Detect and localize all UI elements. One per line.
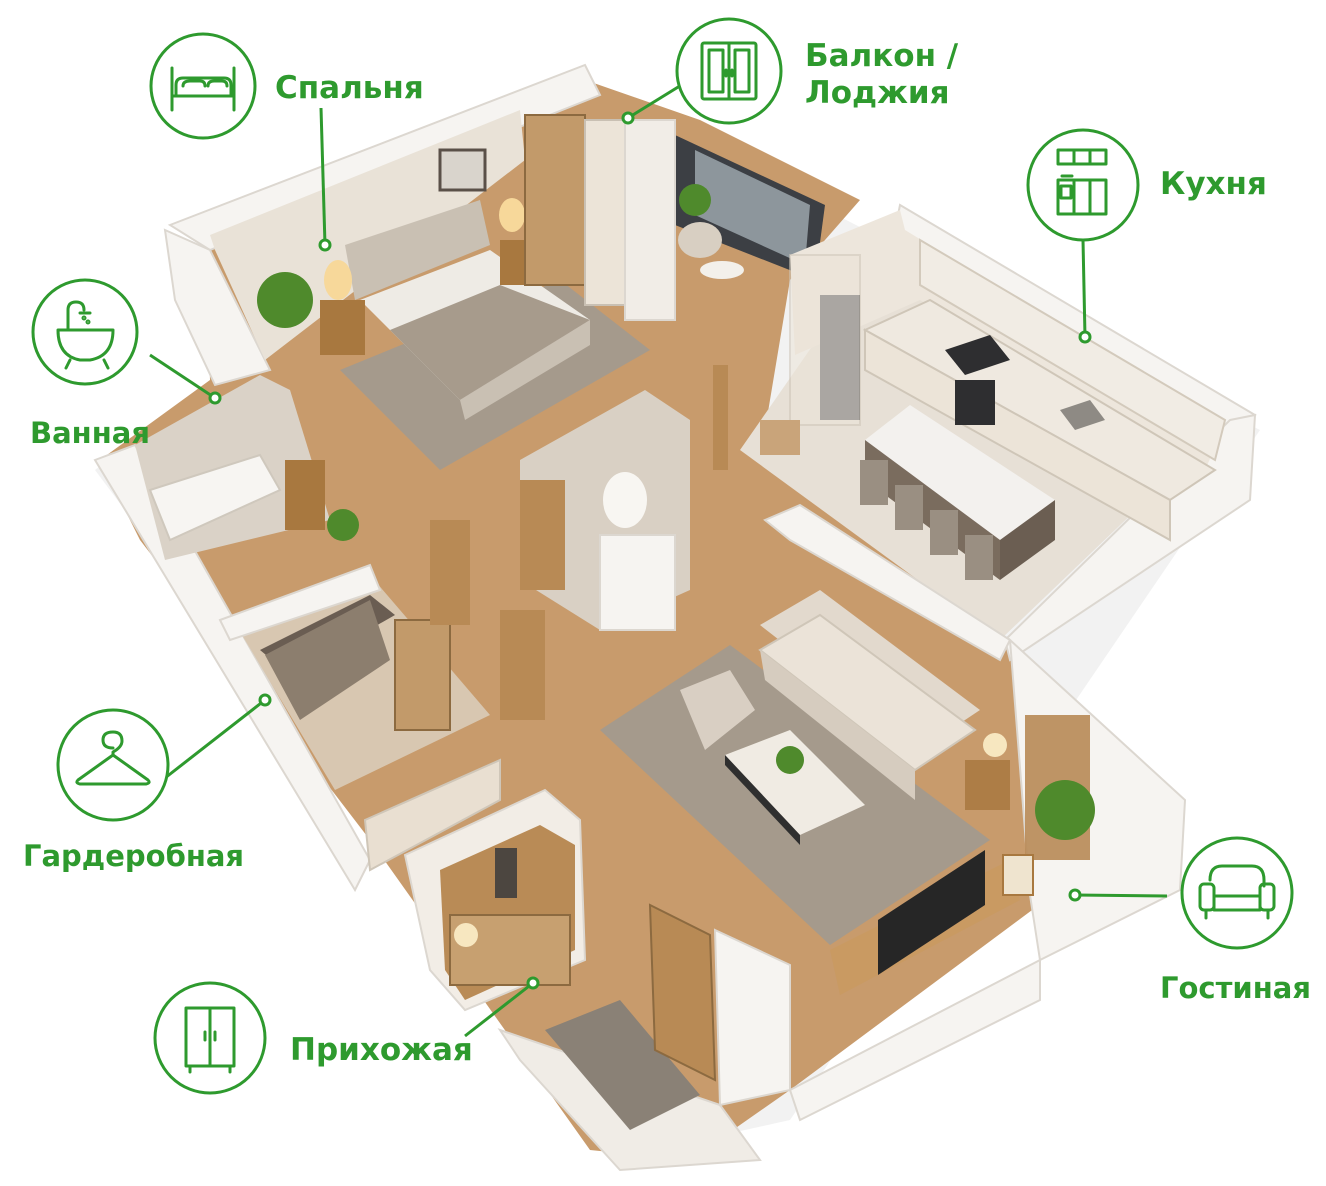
side-table (965, 760, 1010, 810)
outer-wall-bedroom (167, 63, 602, 252)
kitchen-oven (955, 380, 995, 425)
label-wardrobe: Гардеробная (23, 839, 245, 873)
lamp-left (324, 260, 352, 300)
coffee-table-frame (725, 755, 800, 845)
armchair (680, 670, 755, 750)
hallway-coat (495, 848, 517, 898)
bedroom-picture (438, 148, 487, 192)
living-plant (1035, 780, 1095, 840)
toilet-room-partition (599, 534, 676, 631)
bedroom-shelving (524, 114, 586, 286)
toilet-room-door (520, 480, 565, 590)
kitchen-chair-3 (930, 510, 958, 555)
door-wood-2 (500, 610, 545, 720)
sofa-icon (1198, 864, 1276, 920)
label-balcony: Балкон / Лоджия (805, 38, 959, 111)
bedroom-icon-circle (149, 32, 257, 140)
kitchen-icon-circle (1026, 128, 1140, 242)
inner-wall-living (763, 503, 1012, 662)
lamp-right (499, 198, 525, 232)
kitchen-box (760, 420, 800, 455)
coffee-table-top (725, 730, 865, 835)
living-icon-circle (1180, 836, 1294, 950)
living-lamp (983, 733, 1007, 757)
wardrobe-drawers (363, 758, 501, 872)
outer-wall-bottom (788, 958, 1041, 1122)
bathroom-icon-circle (31, 278, 139, 386)
balcony-table (700, 261, 744, 279)
kitchen-chair-1 (860, 460, 888, 505)
wardrobe-cabinet-icon (184, 1006, 236, 1074)
kitchen-chair-2 (895, 485, 923, 530)
kitchen-upper-cabinets (919, 238, 1227, 462)
hanger-icon (75, 730, 151, 786)
bedroom-headboard (345, 200, 490, 300)
balcony-chair (678, 222, 722, 258)
bathroom-vanity (285, 460, 325, 530)
balcony-window-glass (695, 150, 810, 265)
entrance-door (648, 903, 717, 1082)
kitchen-chair-4 (965, 535, 993, 580)
kitchen-icon (1056, 148, 1108, 216)
door-wood-1 (430, 520, 470, 625)
label-hallway: Прихожая (290, 1032, 473, 1068)
wardrobe-icon-circle (56, 708, 170, 822)
label-bedroom: Спальня (275, 70, 424, 106)
kitchen-island-side (1000, 500, 1055, 580)
wardrobe-clothes (265, 600, 390, 720)
hallway-rug (545, 1000, 700, 1130)
bed-icon (170, 66, 236, 112)
tv-screen (878, 850, 985, 975)
nightstand-left (320, 300, 365, 355)
living-table-plant (776, 746, 804, 774)
bedroom-plant (257, 272, 313, 328)
wardrobe-floor (230, 575, 490, 790)
bedroom-closet (584, 119, 631, 306)
kitchen-cooktop (945, 335, 1010, 375)
hallway-lamp (454, 923, 478, 947)
label-bathroom: Ванная (30, 416, 150, 450)
kitchen-back-wall (790, 210, 1225, 470)
balcony-curtain (624, 119, 676, 321)
wardrobe-wall-front (218, 563, 382, 642)
balcony-plant (679, 184, 711, 216)
sofa-front (760, 650, 915, 800)
bed-blanket (390, 285, 590, 400)
kitchen-tall-cabinet (789, 254, 861, 426)
window-icon (700, 41, 758, 101)
kitchen-island-top (865, 405, 1055, 540)
tv-lamp (1002, 854, 1034, 896)
bathtub-icon (56, 300, 115, 370)
toilet (603, 472, 647, 528)
outer-wall-top-left (163, 228, 272, 387)
kitchen-lower-cabinets (864, 328, 1171, 542)
wardrobe-shelves (394, 619, 451, 731)
leader-lines (149, 82, 1168, 1038)
bed-side (460, 320, 590, 420)
hallway-side-wall (713, 928, 791, 1107)
label-kitchen: Кухня (1160, 166, 1267, 202)
leader-dots (208, 111, 1092, 990)
bathtub (148, 453, 282, 542)
door-wood-3 (713, 365, 728, 470)
kitchen-sink (1060, 400, 1105, 430)
label-living: Гостиная (1160, 971, 1311, 1005)
bathroom-plant (327, 509, 359, 541)
